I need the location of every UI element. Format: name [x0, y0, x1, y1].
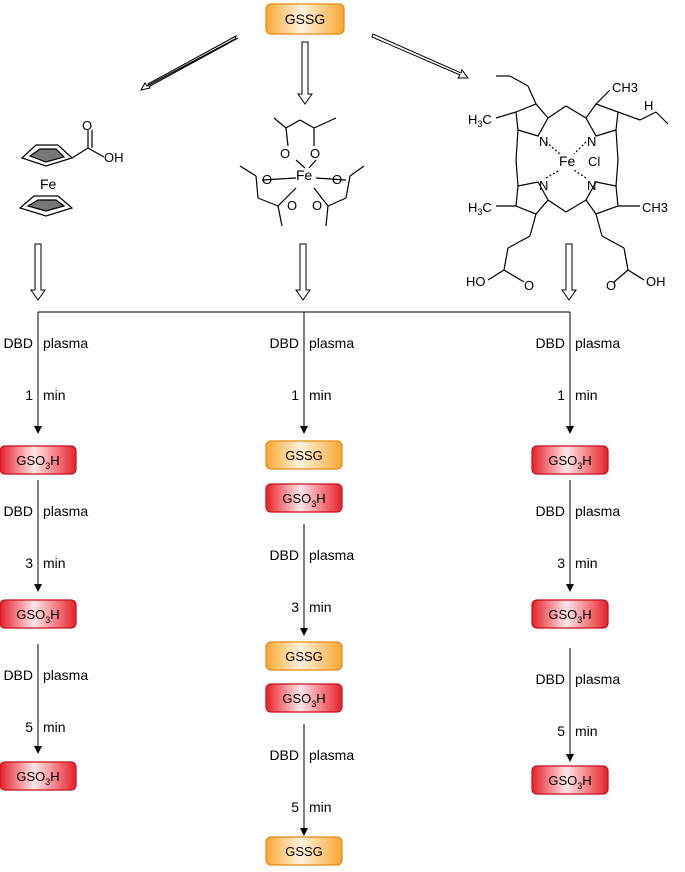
step-label-dbd: DBD: [3, 335, 33, 351]
step-time-unit: min: [43, 719, 66, 735]
product-gssg-box: GSSG: [265, 836, 343, 866]
product-gso3h-box: GSO3H: [531, 445, 609, 475]
step-label-plasma: plasma: [575, 671, 620, 687]
step-label-plasma: plasma: [309, 335, 354, 351]
step-label-plasma: plasma: [309, 547, 354, 563]
hemin-ho-label: HO: [466, 274, 486, 289]
step-time-unit: min: [309, 799, 332, 815]
step-time-value: 3: [557, 555, 565, 571]
product-gso3h-box: GSO3H: [0, 761, 77, 791]
ferrocene-fe-label: Fe: [40, 176, 57, 192]
product-gssg-box: GSSG: [265, 641, 343, 671]
step-time-value: 1: [557, 387, 565, 403]
step-label-plasma: plasma: [309, 747, 354, 763]
hemin-cl-label: Cl: [588, 154, 600, 169]
step-time-value: 5: [25, 719, 33, 735]
ferrocene-oh-label: OH: [104, 150, 124, 165]
hemin-n3: N: [539, 178, 548, 193]
hemin-n1: N: [539, 134, 548, 149]
acac-o3: O: [262, 172, 272, 187]
step-time-unit: min: [43, 555, 66, 571]
acac-o1: O: [280, 146, 290, 161]
hemin-fe-label: Fe: [559, 153, 576, 169]
product-gso3h-box: GSO3H: [0, 599, 77, 629]
step-label-plasma: plasma: [575, 503, 620, 519]
step-label-dbd: DBD: [3, 667, 33, 683]
hemin-n4: N: [587, 178, 596, 193]
hemin-o-left: O: [524, 278, 534, 293]
step-label-dbd: DBD: [3, 503, 33, 519]
step-time-unit: min: [575, 387, 598, 403]
hemin-ch3-top: CH3: [612, 80, 638, 95]
step-label-plasma: plasma: [43, 335, 88, 351]
reagent-open-arrows: [30, 243, 577, 301]
step-label-plasma: plasma: [43, 503, 88, 519]
hemin-h-label: H: [644, 98, 653, 113]
acac-o6: O: [312, 198, 322, 213]
step-time-value: 3: [25, 555, 33, 571]
ferrocene-molecule: [18, 130, 105, 217]
step-time-unit: min: [309, 599, 332, 615]
step-time-value: 1: [291, 387, 299, 403]
step-label-dbd: DBD: [535, 671, 565, 687]
arrow-to-acac: [297, 41, 313, 105]
step-label-dbd: DBD: [535, 335, 565, 351]
arrow-to-hemin: [371, 33, 469, 79]
step-time-value: 5: [557, 723, 565, 739]
step-time-unit: min: [575, 555, 598, 571]
product-label: GSSG: [285, 649, 323, 664]
step-label-dbd: DBD: [535, 503, 565, 519]
product-gso3h-box: GSO3H: [265, 683, 343, 713]
product-gso3h-box: GSO3H: [0, 445, 77, 475]
start-gssg-box: GSSG: [265, 3, 345, 35]
fe-acac-fe-label: Fe: [296, 167, 313, 183]
hemin-n2: N: [587, 134, 596, 149]
arrow-to-ferrocene: [140, 34, 239, 91]
top-open-arrows: [140, 33, 469, 105]
hemin-h3c-bottom: H3C: [468, 200, 492, 217]
hemin-molecule: [487, 75, 669, 283]
acac-o2: O: [310, 146, 320, 161]
step-time-unit: min: [575, 723, 598, 739]
step-label-dbd: DBD: [269, 335, 299, 351]
hemin-ch3-bottom: CH3: [642, 200, 668, 215]
hemin-o-right: O: [606, 278, 616, 293]
product-gso3h-box: GSO3H: [531, 765, 609, 795]
open-arrow-middle: [295, 243, 311, 301]
step-time-unit: min: [43, 387, 66, 403]
step-time-value: 1: [25, 387, 33, 403]
product-gssg-box: GSSG: [265, 440, 343, 470]
product-gso3h-box: GSO3H: [531, 599, 609, 629]
fe-acac-molecule: [239, 117, 365, 227]
product-label: GSSG: [285, 844, 323, 859]
start-gssg-label: GSSG: [285, 11, 325, 27]
acac-o5: O: [287, 198, 297, 213]
step-label-dbd: DBD: [269, 547, 299, 563]
product-label: GSSG: [285, 448, 323, 463]
open-arrow-left: [30, 243, 46, 301]
step-label-dbd: DBD: [269, 747, 299, 763]
product-gso3h-box: GSO3H: [265, 483, 343, 513]
step-time-value: 3: [291, 599, 299, 615]
step-label-plasma: plasma: [43, 667, 88, 683]
ferrocene-o-label: O: [82, 118, 92, 133]
step-time-unit: min: [309, 387, 332, 403]
open-arrow-right: [561, 243, 577, 301]
hemin-oh-label: OH: [646, 274, 666, 289]
step-time-value: 5: [291, 799, 299, 815]
step-label-plasma: plasma: [575, 335, 620, 351]
acac-o4: O: [332, 172, 342, 187]
hemin-h3c-left: H3C: [468, 112, 492, 129]
